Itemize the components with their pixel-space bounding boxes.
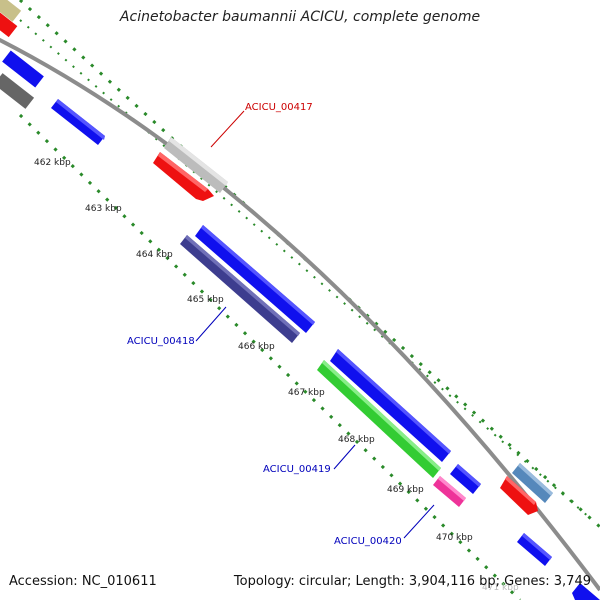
leader-line-00420	[403, 504, 435, 539]
tick-label: 467 kbp	[288, 388, 325, 398]
gene-label-00418[interactable]: ACICU_00418	[127, 336, 195, 347]
tick-label: 468 kbp	[338, 435, 375, 445]
tick-label: 469 kbp	[387, 485, 424, 495]
leader-line-00417	[210, 110, 245, 148]
leader-line-00418	[195, 306, 227, 342]
gene-label-00417[interactable]: ACICU_00417	[245, 102, 313, 113]
feature-blue-00418[interactable]	[195, 225, 315, 333]
tick-label: 463 kbp	[85, 204, 122, 214]
guide-lines	[18, 0, 600, 600]
feature-darkgray-left[interactable]	[0, 73, 35, 109]
feature-blue-left[interactable]	[2, 50, 44, 88]
tick-label: 465 kbp	[187, 295, 224, 305]
feature-blue-right[interactable]	[517, 533, 552, 566]
gene-labels: ACICU_00417 ACICU_00418 ACICU_00419 ACIC…	[127, 102, 435, 547]
feature-blue-462[interactable]	[51, 99, 105, 145]
feature-blue-00419[interactable]	[330, 349, 451, 462]
feature-green-00419[interactable]	[317, 360, 441, 478]
gene-label-00419[interactable]: ACICU_00419	[263, 464, 331, 475]
feature-red-00417[interactable]	[153, 152, 214, 201]
feature-steelblue-right[interactable]	[512, 463, 553, 503]
inner-dotted-guide	[18, 113, 522, 600]
leader-line-00419	[333, 444, 356, 470]
feature-gray-00417[interactable]	[164, 137, 228, 193]
tick-label: 462 kbp	[34, 158, 71, 168]
feature-purple-00418[interactable]	[180, 235, 300, 343]
feature-blue-00420[interactable]	[450, 464, 481, 494]
gene-label-00420[interactable]: ACICU_00420	[334, 536, 402, 547]
map-title: Acinetobacter baumannii ACICU, complete …	[119, 9, 481, 25]
feature-red-left[interactable]	[0, 8, 18, 38]
mid-dotted-guide	[19, 19, 591, 519]
tick-label: 471 kbp	[482, 583, 519, 593]
feature-blue-bottom-right[interactable]	[572, 583, 600, 600]
genome-backbone	[0, 37, 600, 592]
tick-label: 470 kbp	[436, 533, 473, 543]
tick-label: 464 kbp	[136, 250, 173, 260]
feature-pink-00420[interactable]	[433, 476, 466, 507]
genome-summary-label: Topology: circular; Length: 3,904,116 bp…	[233, 574, 591, 589]
tick-label: 466 kbp	[238, 342, 275, 352]
feature-khaki[interactable]	[0, 0, 22, 22]
feature-red-right[interactable]	[500, 476, 538, 515]
tick-labels: 462 kbp 463 kbp 464 kbp 465 kbp 466 kbp …	[34, 158, 519, 593]
accession-label: Accession: NC_010611	[9, 574, 157, 589]
